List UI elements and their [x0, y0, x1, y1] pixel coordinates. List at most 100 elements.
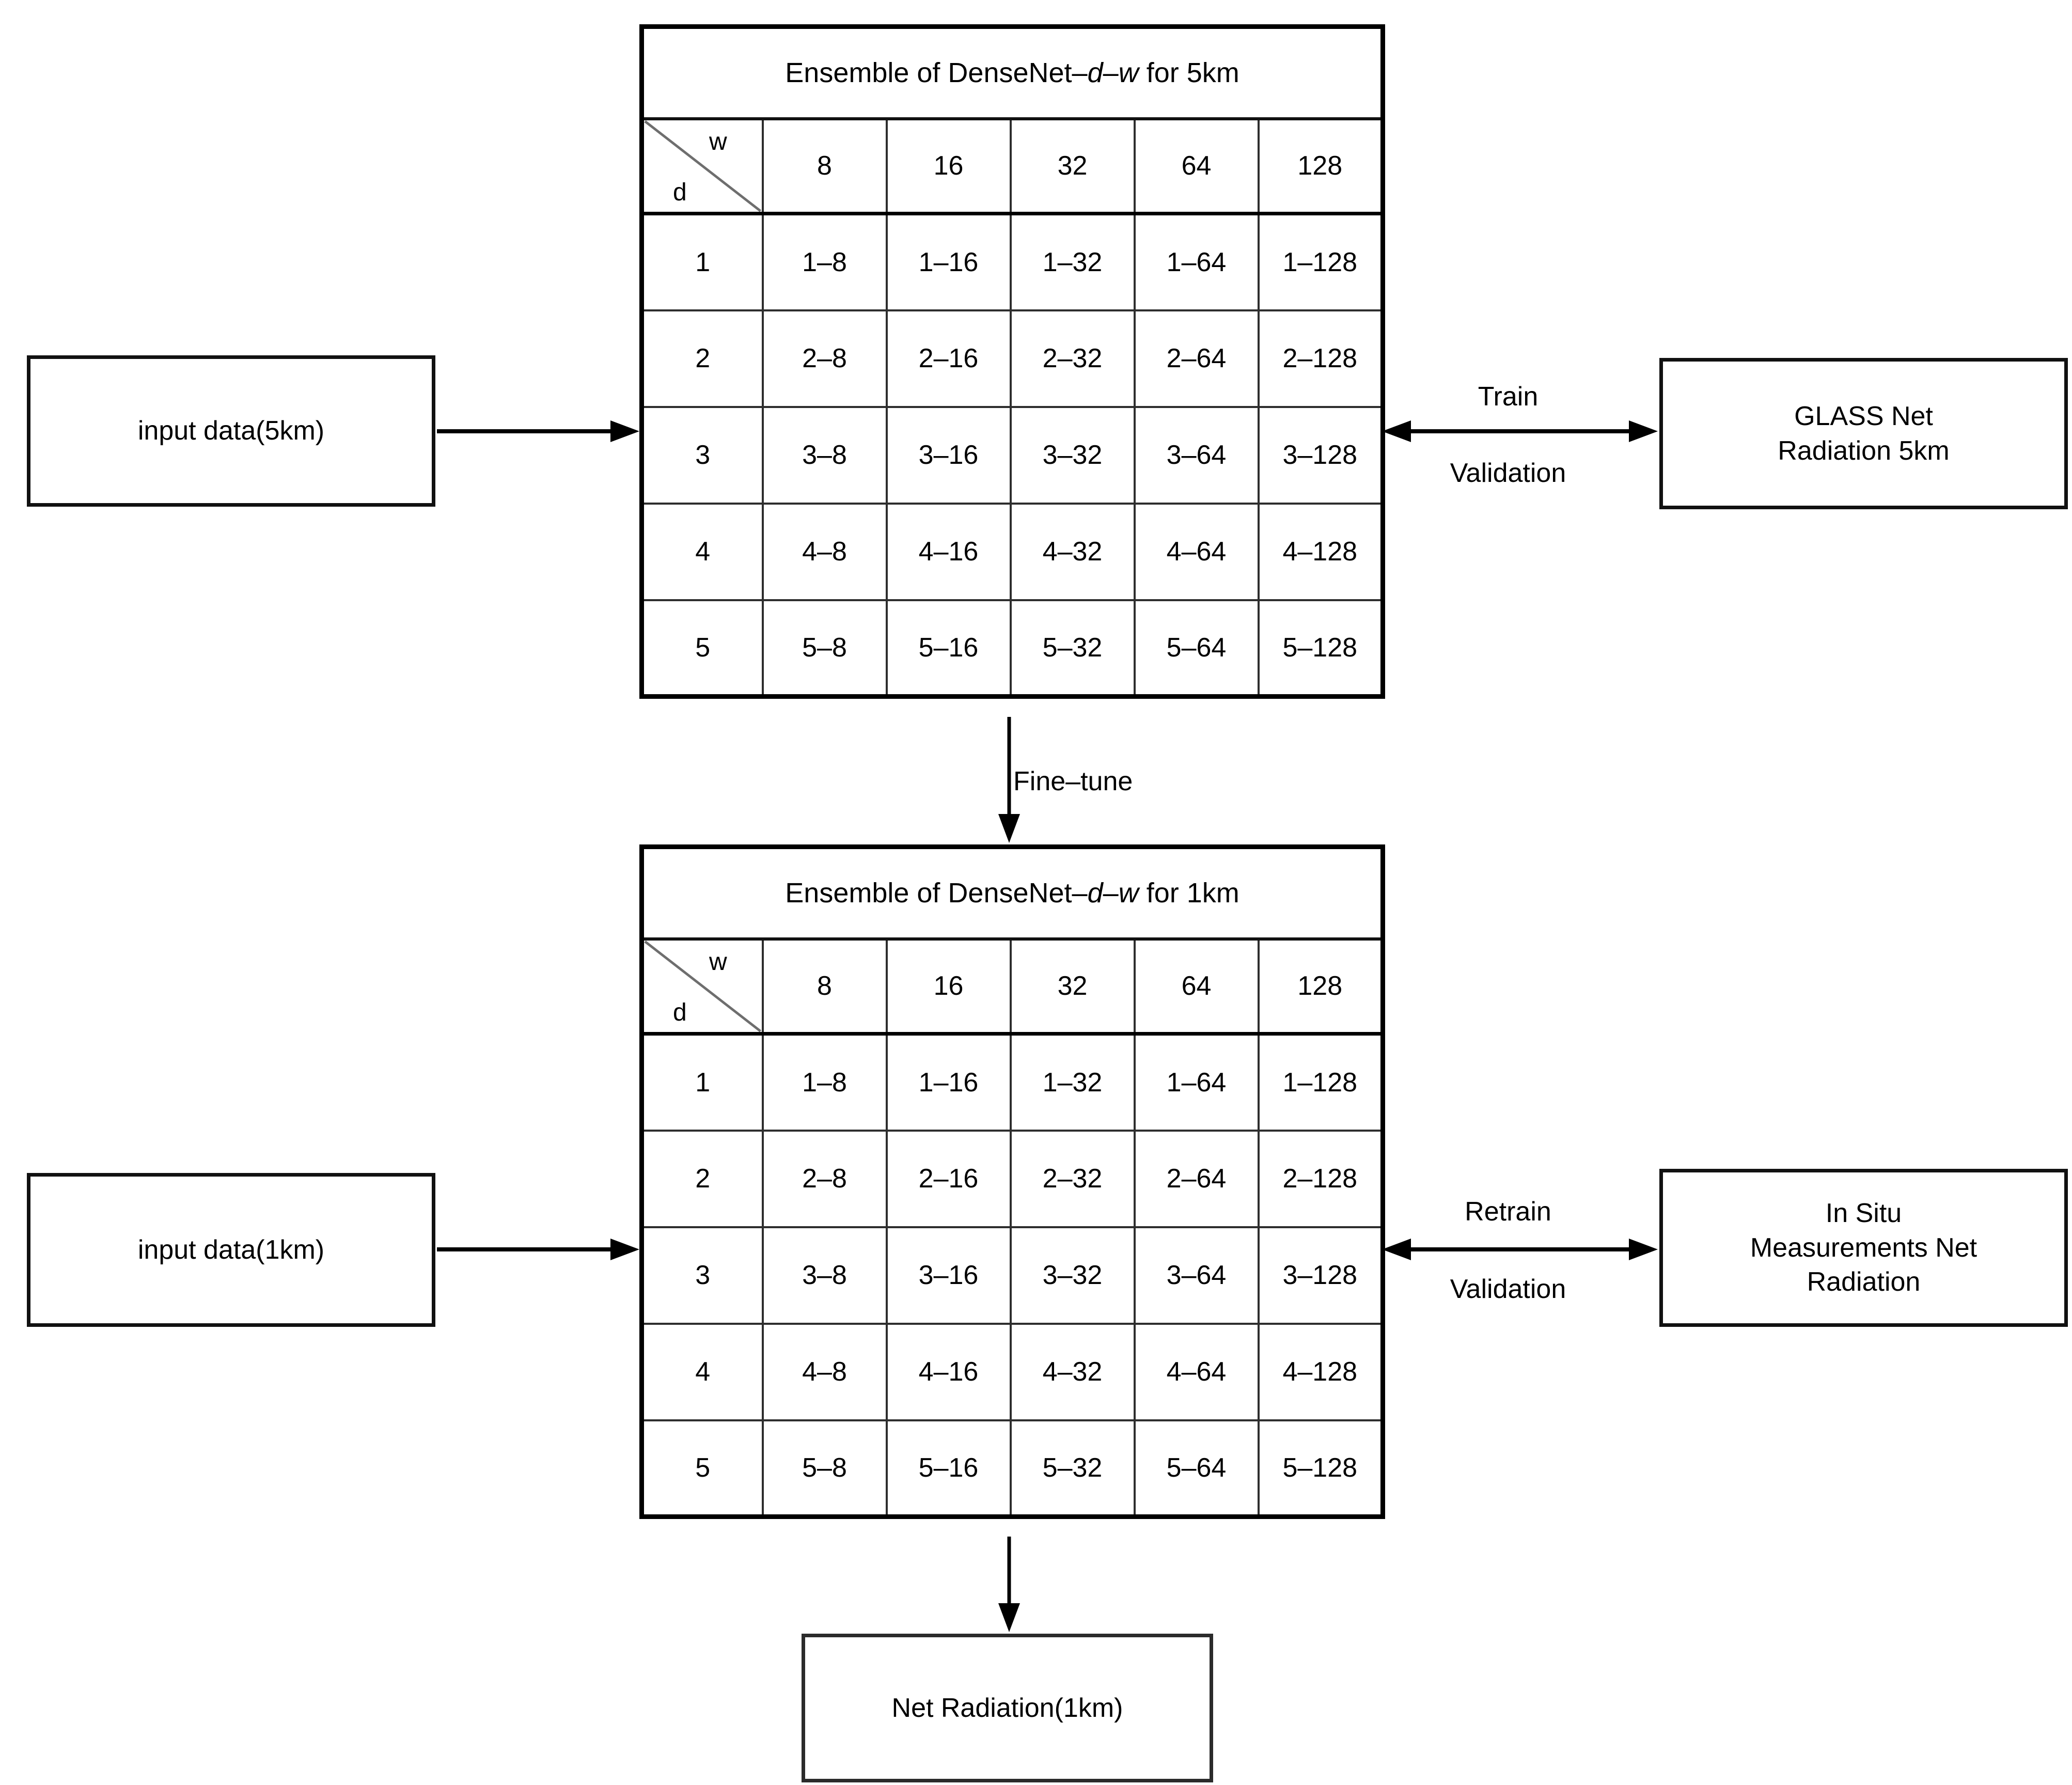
table-cell: 3–8 [761, 1226, 888, 1325]
col-header: 64 [1133, 117, 1260, 215]
col-header: 128 [1257, 117, 1384, 215]
glass-net-radiation-box: GLASS Net Radiation 5km [1659, 358, 2068, 509]
validation-bottom-label: Validation [1450, 1274, 1566, 1304]
table-1km-title: Ensemble of DenseNet–d–w for 1km [640, 845, 1384, 941]
input-data-5km-box: input data(5km) [27, 355, 435, 507]
corner-d-label: d [673, 179, 687, 206]
table-cell: 3–16 [885, 1226, 1012, 1325]
table-cell: 2–32 [1009, 1129, 1136, 1228]
table-row: 1 1–8 1–16 1–32 1–64 1–128 [640, 212, 1384, 311]
arrow-input5-to-table5 [437, 420, 639, 442]
table-header-row: w d 8 16 32 64 128 [640, 117, 1384, 215]
table-cell: 1–16 [885, 212, 1012, 311]
diagonal-line [644, 120, 762, 212]
table-cell: 3–64 [1133, 1226, 1260, 1325]
table-cell: 4–128 [1257, 1322, 1384, 1421]
table-row: 2 2–8 2–16 2–32 2–64 2–128 [640, 1129, 1384, 1228]
table-cell: 4–128 [1257, 502, 1384, 601]
ensemble-table-1km-grid: Ensemble of DenseNet–d–w for 1km w d 8 1… [639, 844, 1385, 1519]
table-cell: 4–8 [761, 502, 888, 601]
table-cell: 1–64 [1133, 212, 1260, 311]
table-cell: 3–8 [761, 405, 888, 505]
row-header: 5 [640, 1419, 764, 1518]
col-header: 8 [761, 117, 888, 215]
table-cell: 3–32 [1009, 1226, 1136, 1325]
table-row: 5 5–8 5–16 5–32 5–64 5–128 [640, 1419, 1384, 1518]
table-row: 4 4–8 4–16 4–32 4–64 4–128 [640, 502, 1384, 601]
row-header: 5 [640, 599, 764, 698]
in-situ-measurements-box: In Situ Measurements Net Radiation [1659, 1169, 2068, 1327]
col-header: 32 [1009, 117, 1136, 215]
corner-w-label: w [709, 948, 727, 976]
table-cell: 1–8 [761, 1032, 888, 1132]
table-cell: 5–128 [1257, 1419, 1384, 1518]
in-situ-measurements-label: In Situ Measurements Net Radiation [1750, 1198, 1977, 1297]
row-header: 3 [640, 1226, 764, 1325]
arrow-input1-to-table1 [437, 1239, 639, 1260]
table-cell: 4–64 [1133, 502, 1260, 601]
table-cell: 2–16 [885, 1129, 1012, 1228]
table-cell: 2–64 [1133, 309, 1260, 408]
retrain-label: Retrain [1465, 1197, 1551, 1227]
table-cell: 1–32 [1009, 212, 1136, 311]
col-header: 64 [1133, 937, 1260, 1036]
table-cell: 1–128 [1257, 212, 1384, 311]
net-radiation-1km-label: Net Radiation(1km) [891, 1693, 1123, 1723]
row-header: 3 [640, 405, 764, 505]
table-cell: 5–8 [761, 1419, 888, 1518]
col-header: 8 [761, 937, 888, 1036]
corner-cell: w d [640, 937, 764, 1036]
table-cell: 5–16 [885, 1419, 1012, 1518]
row-header: 1 [640, 212, 764, 311]
row-header: 2 [640, 1129, 764, 1228]
table-cell: 4–16 [885, 502, 1012, 601]
row-header: 2 [640, 309, 764, 408]
table-cell: 4–8 [761, 1322, 888, 1421]
table-cell: 2–128 [1257, 309, 1384, 408]
table-cell: 2–64 [1133, 1129, 1260, 1228]
table-cell: 3–128 [1257, 1226, 1384, 1325]
table-cell: 2–8 [761, 1129, 888, 1228]
col-header: 16 [885, 937, 1012, 1036]
table-cell: 4–64 [1133, 1322, 1260, 1421]
table-5km-title: Ensemble of DenseNet–d–w for 5km [640, 25, 1384, 120]
input-data-5km-label: input data(5km) [137, 416, 325, 446]
row-header: 4 [640, 1322, 764, 1421]
table-cell: 2–8 [761, 309, 888, 408]
table-header-row: w d 8 16 32 64 128 [640, 937, 1384, 1036]
table-cell: 3–16 [885, 405, 1012, 505]
table-title-row: Ensemble of DenseNet–d–w for 1km [640, 845, 1384, 941]
input-data-1km-box: input data(1km) [27, 1173, 435, 1327]
ensemble-table-1km: Ensemble of DenseNet–d–w for 1km w d 8 1… [639, 844, 1385, 1519]
table-cell: 4–16 [885, 1322, 1012, 1421]
table-cell: 2–16 [885, 309, 1012, 408]
arrow-table5-glass [1382, 420, 1658, 442]
col-header: 16 [885, 117, 1012, 215]
table-cell: 5–64 [1133, 1419, 1260, 1518]
col-header: 32 [1009, 937, 1136, 1036]
table-cell: 1–32 [1009, 1032, 1136, 1132]
table-cell: 3–32 [1009, 405, 1136, 505]
table-cell: 1–128 [1257, 1032, 1384, 1132]
corner-d-label: d [673, 999, 687, 1026]
arrow-table1-insitu [1382, 1239, 1658, 1260]
train-label: Train [1478, 382, 1539, 412]
table-cell: 5–32 [1009, 599, 1136, 698]
table-cell: 2–32 [1009, 309, 1136, 408]
row-header: 4 [640, 502, 764, 601]
table-row: 2 2–8 2–16 2–32 2–64 2–128 [640, 309, 1384, 408]
table-row: 1 1–8 1–16 1–32 1–64 1–128 [640, 1032, 1384, 1132]
table-row: 3 3–8 3–16 3–32 3–64 3–128 [640, 405, 1384, 505]
table-cell: 1–8 [761, 212, 888, 311]
arrow-finetune [998, 717, 1020, 843]
table-row: 4 4–8 4–16 4–32 4–64 4–128 [640, 1322, 1384, 1421]
table-cell: 4–32 [1009, 502, 1136, 601]
table-row: 3 3–8 3–16 3–32 3–64 3–128 [640, 1226, 1384, 1325]
table-cell: 3–64 [1133, 405, 1260, 505]
table-cell: 5–8 [761, 599, 888, 698]
table-cell: 3–128 [1257, 405, 1384, 505]
finetune-label: Fine–tune [1013, 766, 1133, 796]
arrow-table1-to-output [998, 1537, 1020, 1632]
table-cell: 1–16 [885, 1032, 1012, 1132]
ensemble-table-5km-grid: Ensemble of DenseNet–d–w for 5km w d 8 1… [639, 24, 1385, 699]
